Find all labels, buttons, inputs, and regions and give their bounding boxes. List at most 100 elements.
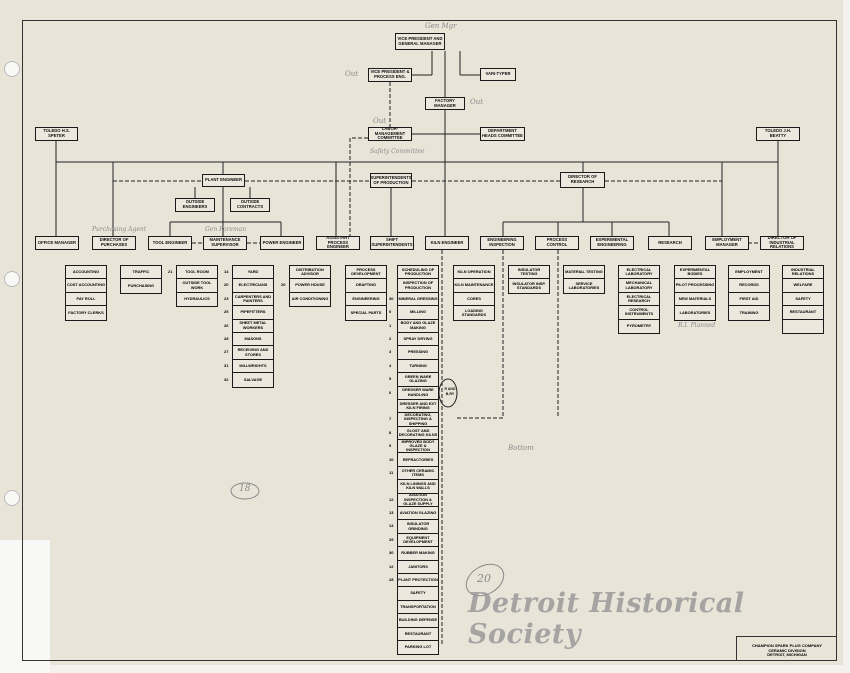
sub-unit-box: Glost and Decorating Kilns 8 <box>389 427 438 441</box>
sub-unit-box: Laboratories <box>675 306 715 319</box>
vp-process-eng-box: Vice President & Process Eng. <box>368 68 412 82</box>
sub-unit-box: Transportation <box>398 601 438 615</box>
sub-unit-label: Insulator Grinding <box>406 521 430 531</box>
unit-number: 8 <box>389 429 392 435</box>
sub-unit-label: Receiving and Stores <box>237 347 269 357</box>
sub-unit-label: Spray Drying <box>403 336 433 341</box>
sub-unit-box: Green Ware Glazing5 <box>389 373 438 387</box>
sub-unit-label: Traffic <box>132 269 150 275</box>
sub-unit-label: Millwrights <box>239 362 267 368</box>
sub-unit-box: Insulator Grinding14 <box>389 520 438 534</box>
sub-unit-label: Engineering <box>352 295 380 301</box>
outside-engineers-box: Outside Engineers <box>175 198 215 212</box>
sub-unit-box: Electrical Research <box>619 293 659 307</box>
sub-unit-list: EmploymentRecordsFirst AidTraining <box>728 265 770 321</box>
sub-unit-label: Pressing <box>407 349 429 355</box>
sub-unit-label: Cost Accounting <box>66 282 106 288</box>
sub-unit-box: Insulator Insp. Standards <box>509 279 549 292</box>
unit-number: 20 <box>281 282 286 288</box>
sub-unit-label: Cores <box>467 295 481 301</box>
sub-unit-box: Aviation Inspection & Glaze Supply12 <box>389 492 438 508</box>
sub-unit-label: Control Instruments <box>624 307 654 317</box>
outside-contracts-box: Outside Contracts <box>230 198 270 212</box>
sub-unit-label: Laboratories <box>679 309 711 315</box>
toledo-left-box: Toledo H.S. Speter <box>35 127 78 141</box>
department-head-box: Process Control <box>535 236 579 250</box>
sub-unit-box: Traffic <box>121 266 161 280</box>
sub-unit-box: Other Ceramic Items11 <box>389 467 438 481</box>
sub-unit-list: Experimental BodiesPilot ProcessingNew M… <box>674 265 716 321</box>
sub-unit-box: Distribution Advisor <box>290 266 330 280</box>
unit-number: 27 <box>224 349 229 355</box>
sub-unit-box <box>783 320 823 333</box>
sub-unit-box: Body and Glaze Making1 <box>389 320 438 333</box>
plant-engineer-box: Plant Engineer <box>202 174 245 187</box>
unit-number: 30 <box>389 295 394 301</box>
sub-unit-box: Receiving and Stores 27 <box>224 346 273 360</box>
sub-unit-box: Decorating, Inspecting & Shipping7 <box>389 412 438 427</box>
sub-unit-label: Electricians <box>238 282 268 288</box>
sub-unit-label: Pyrometry <box>626 323 652 329</box>
department-heads-box: Department Heads Committee <box>480 127 525 141</box>
sub-unit-box: Process Development <box>346 266 386 280</box>
sub-unit-box: Safety <box>398 587 438 601</box>
department-head-box: Engineering Inspection <box>480 236 524 250</box>
unit-number: 26 <box>224 322 229 328</box>
handwritten-note: 20 <box>477 572 491 585</box>
sub-unit-box: Pipefitters25 <box>224 306 273 320</box>
sub-unit-label: Electrical Laboratory <box>625 266 653 277</box>
sub-unit-box: Insulator Testing <box>509 266 549 280</box>
sub-unit-box: Pyrometry <box>619 320 659 333</box>
punch-hole <box>4 271 20 287</box>
superintendents-box: Superintendents of Production <box>370 173 412 188</box>
sub-unit-label: Welfare <box>793 282 813 288</box>
sub-unit-box: Experimental Bodies <box>675 266 715 280</box>
sub-unit-label: Kiln Maintenance <box>454 282 494 288</box>
sub-unit-label: Aviation Inspection & Glaze Supply <box>403 492 433 506</box>
sub-unit-label: Dresser and Ext Kiln Firing <box>399 400 437 411</box>
unit-number: 32 <box>224 376 229 382</box>
punch-hole <box>4 61 20 77</box>
sub-unit-label: Safety <box>795 295 811 301</box>
sub-unit-label: Distribution Advisor <box>296 266 324 277</box>
sub-unit-box: Carpenters and Painters23 <box>224 293 273 307</box>
sub-unit-list: Distribution AdvisorPower House20Air Con… <box>281 265 331 308</box>
labor-management-box: Labor-Management Committee <box>368 126 412 141</box>
department-head-box: Experimental Engineering <box>590 236 634 250</box>
factory-manager-box: Factory Manager <box>425 97 465 110</box>
sub-unit-box: Safety <box>783 293 823 307</box>
sub-unit-box: Tool Room21 <box>168 266 217 280</box>
sub-unit-box: Aviation Glazing13 <box>389 507 438 521</box>
sub-unit-label: Milling <box>410 309 426 315</box>
sub-unit-label: Safety <box>410 590 426 596</box>
sub-unit-label: Special Parts <box>350 309 382 315</box>
sub-unit-label: Aviation Glazing <box>399 510 437 516</box>
sub-unit-label: Scheduling of Production <box>401 266 435 277</box>
sub-unit-box: Records <box>729 279 769 293</box>
unit-number: 12 <box>389 563 394 569</box>
sub-unit-box: New Materials <box>675 293 715 307</box>
sub-unit-box: Mechanical Laboratory <box>619 279 659 293</box>
handwritten-note: 18 <box>239 484 251 494</box>
sub-unit-label: Records <box>739 282 759 288</box>
sub-unit-label: Glost and Decorating Kilns <box>398 427 438 437</box>
sub-unit-box: Employment <box>729 266 769 280</box>
unit-number: 0 <box>389 309 392 315</box>
sub-unit-list: Process DevelopmentDraftingEngineeringSp… <box>345 265 387 321</box>
sub-unit-label: Building Defense <box>398 617 438 623</box>
sub-unit-label: Factory Clerks <box>68 309 104 315</box>
sub-unit-label: Salvage <box>243 376 263 382</box>
sub-unit-label: New Materials <box>678 295 712 301</box>
handwritten-note: Bottom <box>508 444 534 452</box>
sub-unit-box: Refractories10 <box>389 453 438 467</box>
sub-unit-box: Industrial Relations <box>783 266 823 280</box>
sub-unit-label: Experimental Bodies <box>679 266 711 277</box>
sub-unit-label: Improved Body Glaze & Inspection <box>401 438 435 453</box>
sub-unit-label: Hydraulics <box>184 296 210 302</box>
sub-unit-list: AccountingCost AccountingPay RollFactory… <box>65 265 107 321</box>
sub-unit-label: Rubber Making <box>401 550 435 556</box>
drawing-border <box>22 20 837 661</box>
sub-unit-label: Process Development <box>351 266 381 277</box>
sub-unit-box: Restaurant <box>783 306 823 320</box>
sub-unit-box: Improved Body Glaze & Inspection9 <box>389 438 438 454</box>
